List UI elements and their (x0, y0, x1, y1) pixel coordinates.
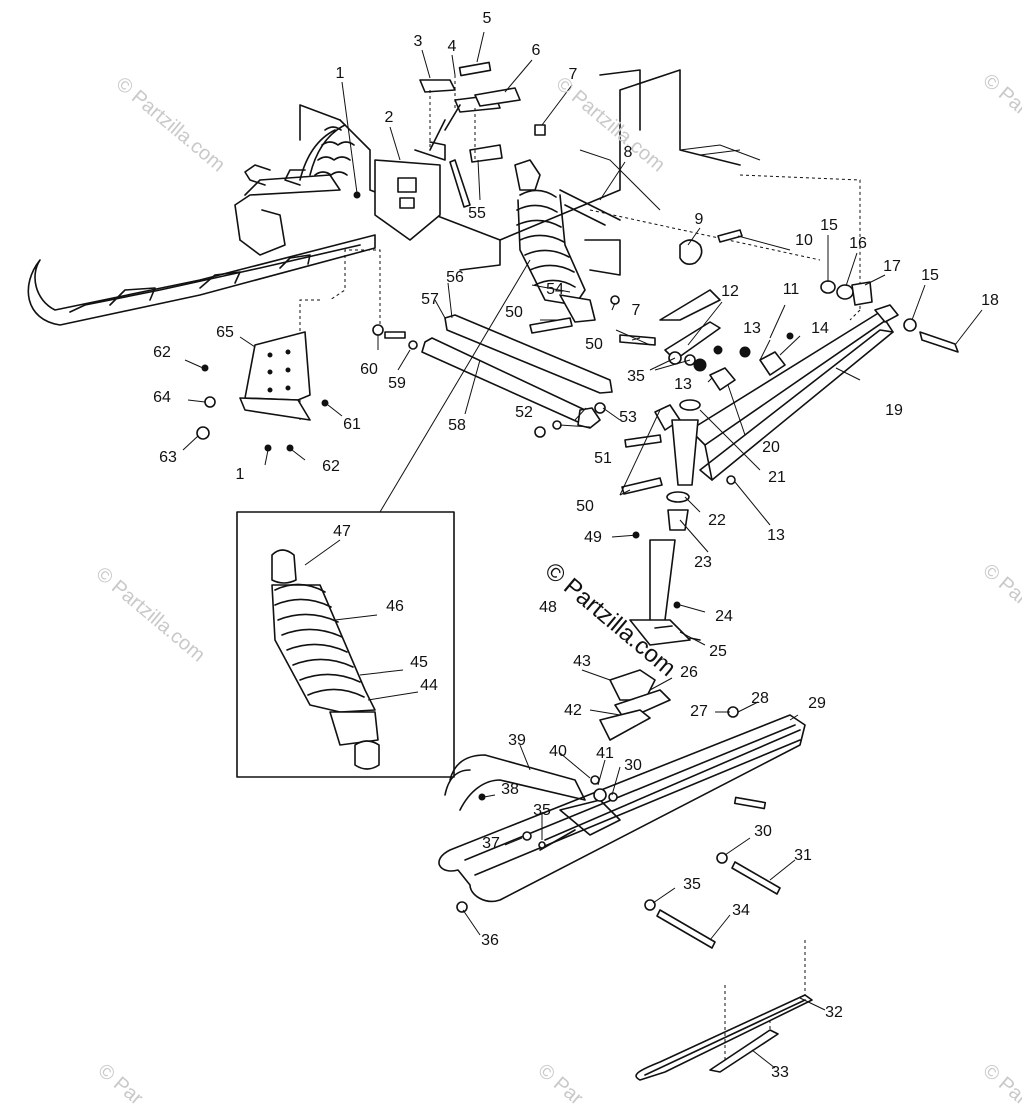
callout-50[interactable]: 50 (505, 304, 523, 321)
callout-13[interactable]: 13 (767, 527, 785, 544)
callout-45[interactable]: 45 (410, 654, 428, 671)
callout-52[interactable]: 52 (515, 404, 533, 421)
callout-14[interactable]: 14 (811, 320, 829, 337)
frame-tube (559, 189, 821, 276)
callout-50[interactable]: 50 (585, 336, 603, 353)
main-ski (438, 714, 806, 903)
callout-63[interactable]: 63 (159, 449, 177, 466)
callout-33[interactable]: 33 (771, 1064, 789, 1081)
callout-9[interactable]: 9 (694, 211, 704, 228)
callout-11[interactable]: 11 (782, 281, 800, 298)
callout-27[interactable]: 27 (690, 703, 708, 720)
chassis-outline (299, 69, 861, 420)
callout-41[interactable]: 41 (596, 745, 614, 762)
callout-38[interactable]: 38 (501, 781, 519, 798)
callout-21[interactable]: 21 (768, 469, 786, 486)
callout-7[interactable]: 7 (568, 66, 578, 83)
callout-32[interactable]: 32 (825, 1004, 843, 1021)
callout-53[interactable]: 53 (619, 409, 637, 426)
callout-56[interactable]: 56 (446, 269, 464, 286)
callout-3[interactable]: 3 (413, 33, 423, 50)
callout-29[interactable]: 29 (808, 695, 826, 712)
callout-17[interactable]: 17 (883, 258, 901, 275)
callout-34[interactable]: 34 (732, 902, 750, 919)
callout-16[interactable]: 16 (849, 235, 867, 252)
callout-4[interactable]: 4 (447, 38, 457, 55)
callout-1[interactable]: 1 (335, 65, 345, 82)
callout-6[interactable]: 6 (531, 42, 541, 59)
callout-51[interactable]: 51 (594, 450, 612, 467)
callout-23[interactable]: 23 (694, 554, 712, 571)
callout-62[interactable]: 62 (153, 344, 171, 361)
callout-15[interactable]: 15 (921, 267, 939, 284)
callout-65[interactable]: 65 (216, 324, 234, 341)
left-ski-assembly (27, 124, 376, 326)
bolts (384, 159, 781, 949)
callout-59[interactable]: 59 (388, 375, 406, 392)
callout-31[interactable]: 31 (794, 847, 812, 864)
callout-50[interactable]: 50 (576, 498, 594, 515)
callout-25[interactable]: 25 (709, 643, 727, 660)
callout-58[interactable]: 58 (448, 417, 466, 434)
callout-8[interactable]: 8 (623, 144, 633, 161)
callout-20[interactable]: 20 (762, 439, 780, 456)
callout-62[interactable]: 62 (322, 458, 340, 475)
ski-saddle (599, 669, 671, 741)
main-shock (514, 159, 596, 323)
callout-7[interactable]: 7 (631, 302, 641, 319)
callout-22[interactable]: 22 (708, 512, 726, 529)
callout-60[interactable]: 60 (360, 361, 378, 378)
callout-13[interactable]: 13 (743, 320, 761, 337)
callout-35[interactable]: 35 (627, 368, 645, 385)
callout-13[interactable]: 13 (674, 376, 692, 393)
callout-1[interactable]: 1 (235, 466, 245, 483)
callout-43[interactable]: 43 (573, 653, 591, 670)
callout-40[interactable]: 40 (549, 743, 567, 760)
callout-12[interactable]: 12 (721, 283, 739, 300)
callout-18[interactable]: 18 (981, 292, 999, 309)
callout-35[interactable]: 35 (683, 876, 701, 893)
callout-44[interactable]: 44 (420, 677, 438, 694)
leader-lines (182, 31, 983, 1069)
top-bracket (374, 61, 546, 241)
callout-15[interactable]: 15 (820, 217, 838, 234)
callout-30[interactable]: 30 (624, 757, 642, 774)
callout-30[interactable]: 30 (754, 823, 772, 840)
mount-bracket (239, 331, 311, 421)
spindle (629, 399, 701, 646)
callout-48[interactable]: 48 (539, 599, 557, 616)
wear-bar (635, 940, 813, 1081)
callout-57[interactable]: 57 (421, 291, 439, 308)
callout-5[interactable]: 5 (482, 10, 492, 27)
callout-36[interactable]: 36 (481, 932, 499, 949)
callout-54[interactable]: 54 (546, 281, 564, 298)
callout-39[interactable]: 39 (508, 732, 526, 749)
callout-47[interactable]: 47 (333, 523, 351, 540)
callout-55[interactable]: 55 (468, 205, 486, 222)
callout-26[interactable]: 26 (680, 664, 698, 681)
callout-46[interactable]: 46 (386, 598, 404, 615)
callout-19[interactable]: 19 (885, 402, 903, 419)
callout-49[interactable]: 49 (584, 529, 602, 546)
axle-parts (679, 229, 959, 353)
callout-24[interactable]: 24 (715, 608, 733, 625)
inset-shock-detail (236, 259, 531, 778)
a-arms (421, 289, 899, 481)
callout-42[interactable]: 42 (564, 702, 582, 719)
callout-61[interactable]: 61 (343, 416, 361, 433)
callout-37[interactable]: 37 (482, 835, 500, 852)
callout-35[interactable]: 35 (533, 802, 551, 819)
callout-10[interactable]: 10 (795, 232, 813, 249)
callout-2[interactable]: 2 (384, 109, 394, 126)
callout-64[interactable]: 64 (153, 389, 171, 406)
callout-28[interactable]: 28 (751, 690, 769, 707)
